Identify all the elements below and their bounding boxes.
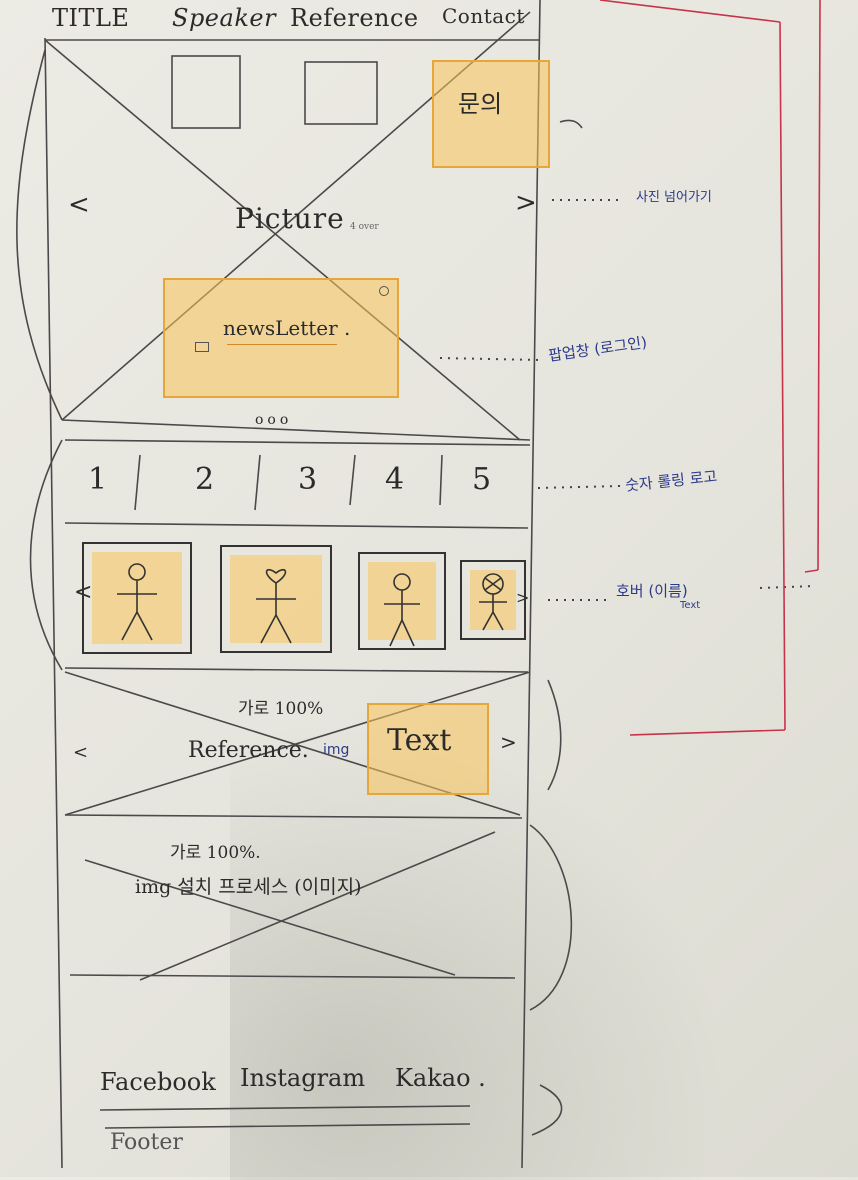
person-icon <box>479 573 507 631</box>
process-label: img 설치 프로세스 (이미지) <box>135 876 362 898</box>
reference-width-note: 가로 100% <box>238 699 324 719</box>
page-number-5[interactable]: 5 <box>472 462 492 497</box>
speaker-card-3[interactable] <box>358 552 446 650</box>
speaker-photo-3 <box>368 562 436 647</box>
nav-speaker[interactable]: Speaker <box>172 4 277 32</box>
speaker-photo-1 <box>92 552 182 644</box>
page-number-3[interactable]: 3 <box>298 462 318 497</box>
inquiry-label: 문의 <box>458 90 503 118</box>
hero-picture-label: Picture <box>235 202 345 235</box>
reference-img-note: img <box>323 742 350 758</box>
reference-next-arrow[interactable]: > <box>500 730 517 754</box>
hero-prev-arrow[interactable]: < <box>68 190 90 220</box>
instagram-link[interactable]: Instagram <box>240 1064 366 1092</box>
speaker-photo-2 <box>230 555 322 644</box>
annotation-slide: 사진 넘어가기 <box>636 190 712 205</box>
inquiry-button[interactable]: 문의 <box>432 60 550 168</box>
speaker-card-1[interactable] <box>82 542 192 654</box>
mail-icon <box>195 342 209 352</box>
nav-reference[interactable]: Reference <box>290 4 419 32</box>
footer-label: Footer <box>110 1130 183 1155</box>
hero-picture-note: 4 over <box>350 222 379 232</box>
page-number-1[interactable]: 1 <box>88 462 108 497</box>
reference-text-card[interactable]: Text <box>367 703 489 795</box>
hero-next-arrow[interactable]: > <box>515 188 537 218</box>
speaker-photo-4 <box>470 570 516 631</box>
person-icon <box>256 568 296 644</box>
annotation-hover: 호버 (이름) <box>616 582 688 600</box>
speaker-card-4[interactable] <box>460 560 526 640</box>
speaker-card-2[interactable] <box>220 545 332 653</box>
annotation-hover-text: Text <box>680 600 701 611</box>
page-number-4[interactable]: 4 <box>385 462 405 497</box>
close-icon[interactable] <box>379 286 389 296</box>
reference-prev-arrow[interactable]: < <box>73 742 89 763</box>
kakao-link[interactable]: Kakao . <box>395 1064 486 1092</box>
nav-contact[interactable]: Contact <box>442 4 525 28</box>
nav-title[interactable]: TITLE <box>52 4 130 32</box>
process-width-note: 가로 100%. <box>170 843 261 863</box>
person-icon <box>117 563 157 641</box>
newsletter-label: newsLetter . <box>223 316 351 340</box>
reference-label: Reference. <box>188 738 309 763</box>
page-number-2[interactable]: 2 <box>195 462 215 497</box>
facebook-link[interactable]: Facebook <box>100 1068 216 1096</box>
newsletter-input-line <box>227 344 337 345</box>
person-icon <box>384 573 420 647</box>
newsletter-popup[interactable]: newsLetter . <box>163 278 399 398</box>
carousel-dots[interactable]: ooo <box>255 412 293 428</box>
reference-text-label: Text <box>387 723 452 758</box>
speakers-next-arrow[interactable]: > <box>516 588 530 607</box>
